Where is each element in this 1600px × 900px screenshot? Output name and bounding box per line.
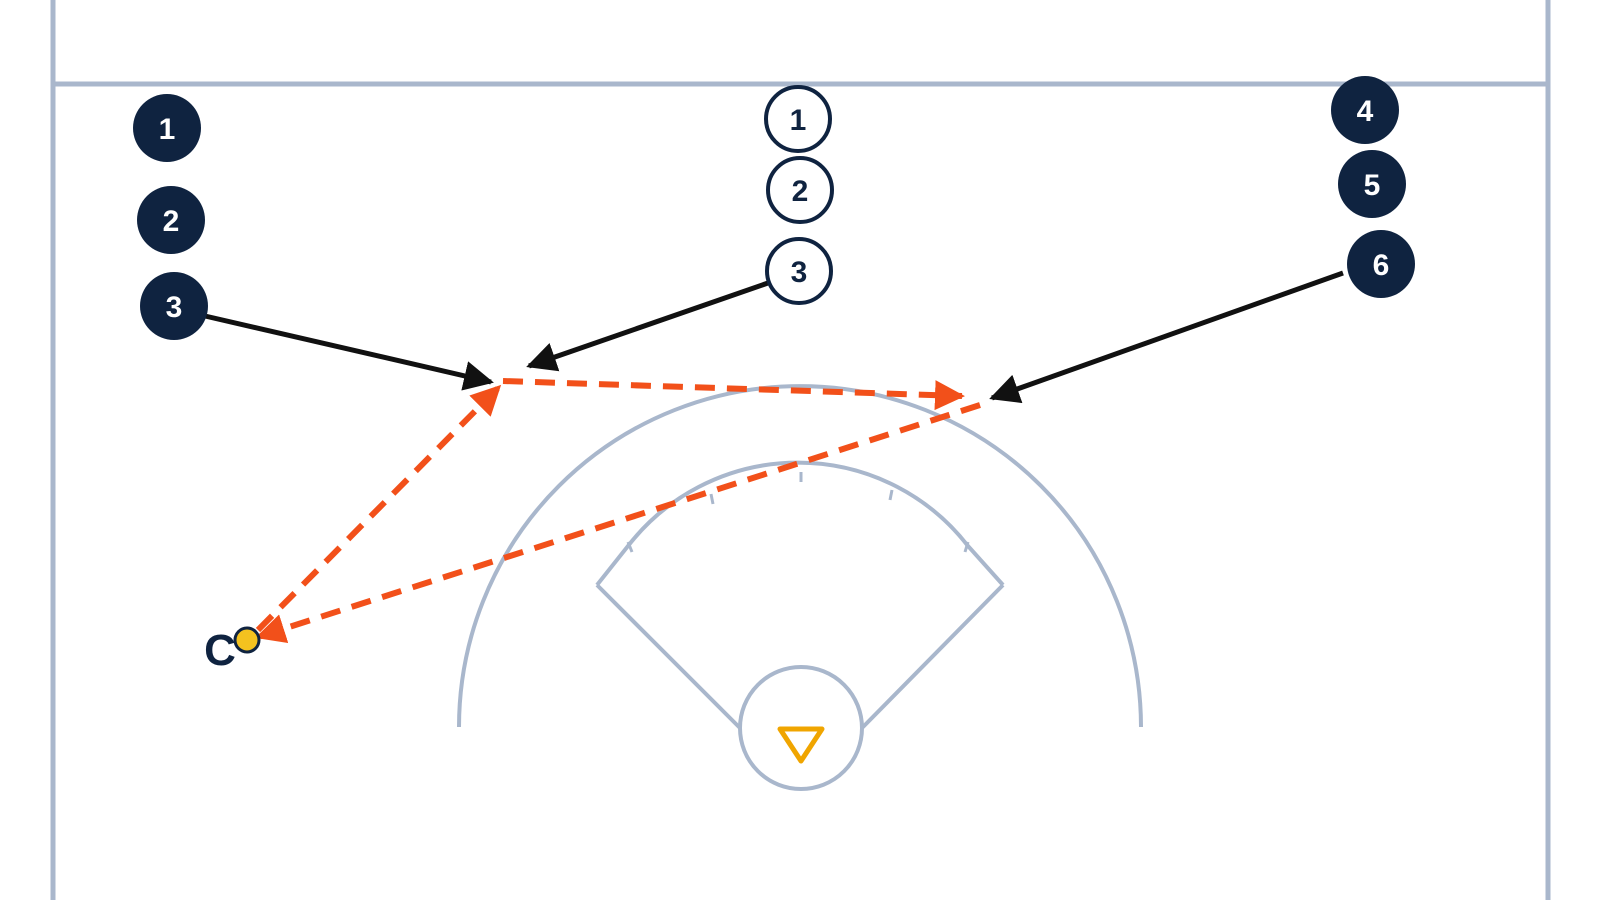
player-label: 4: [1357, 95, 1374, 128]
player-right-6: 6: [1347, 230, 1415, 298]
goal-line-right: [860, 583, 1005, 730]
player-label: 1: [790, 104, 807, 137]
pass-lines: [255, 378, 981, 644]
player-label: 3: [166, 291, 183, 324]
hash-marks: [626, 472, 970, 553]
run-line-right-6: [989, 270, 1344, 404]
player-label: 2: [792, 175, 809, 208]
player-left-1: 1: [133, 94, 201, 162]
coach-label: C: [204, 626, 236, 675]
run-line-left-3: [204, 313, 494, 391]
player-left-2: 2: [137, 186, 205, 254]
pass-line-coach-to-left: [255, 384, 502, 633]
player-label: 6: [1373, 249, 1390, 282]
ball-icon: [233, 626, 261, 654]
field-lines: [50, 0, 1551, 900]
player-label: 1: [159, 113, 176, 146]
player-left-3: 3: [140, 272, 208, 340]
player-label: 2: [163, 205, 180, 238]
player-middle-2: 2: [766, 156, 834, 224]
player-label: 3: [791, 256, 808, 289]
coach: C: [204, 626, 261, 675]
player-label: 5: [1364, 169, 1381, 202]
eight-meter-arc: [595, 460, 1005, 587]
player-right-4: 4: [1331, 76, 1399, 144]
goal-triangle-icon: [777, 726, 825, 764]
player-middle-1: 1: [764, 85, 832, 153]
goal-area: [457, 384, 1143, 791]
player-right-5: 5: [1338, 150, 1406, 218]
run-line-middle-3: [526, 280, 769, 372]
fan-arc: [457, 384, 1143, 728]
pass-line-top: [502, 378, 965, 411]
goal-circle: [738, 665, 864, 791]
goal-line-left: [595, 583, 742, 730]
run-lines: [204, 270, 1344, 404]
player-middle-3: 3: [765, 237, 833, 305]
